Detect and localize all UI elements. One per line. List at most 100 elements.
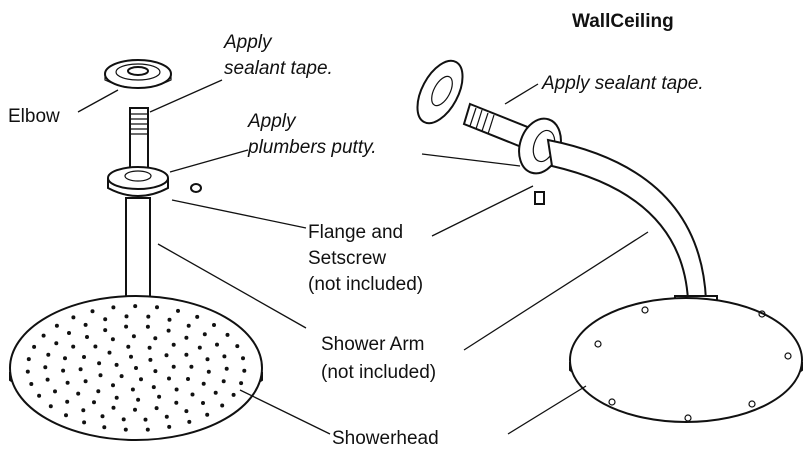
screw-hole (594, 340, 602, 348)
spray-nozzle (123, 427, 128, 432)
spray-nozzle (189, 364, 194, 369)
elbow-fitting (104, 59, 172, 89)
spray-nozzle (231, 392, 236, 397)
spray-nozzle (206, 369, 211, 374)
spray-nozzle (167, 317, 172, 322)
spray-nozzle (215, 342, 219, 347)
spray-nozzle (96, 389, 101, 394)
spray-nozzle (29, 382, 34, 386)
spray-nozzle (201, 381, 206, 386)
spray-nozzle (167, 376, 171, 381)
spray-nozzle (242, 368, 247, 373)
spray-nozzle (107, 350, 112, 355)
spray-nozzle (186, 323, 191, 328)
label-sealant-left-line2: sealant tape. (224, 58, 333, 79)
spray-nozzle (157, 394, 162, 399)
spray-nozzle (166, 328, 171, 333)
spray-nozzle (190, 392, 195, 397)
spray-nozzle (184, 335, 189, 340)
spray-nozzle (239, 381, 244, 386)
spray-nozzle (134, 366, 138, 370)
label-flange-line1: Flange and (308, 222, 403, 243)
spray-nozzle (205, 412, 210, 417)
spray-nozzle (133, 407, 137, 412)
screw-hole (758, 310, 766, 318)
spray-nozzle (174, 400, 179, 405)
spray-nozzle (114, 395, 119, 400)
spray-nozzle (148, 357, 153, 362)
label-flange-line2: Setscrew (308, 248, 386, 269)
spray-nozzle (176, 308, 180, 313)
screw-hole (784, 352, 792, 360)
spray-nozzle (174, 387, 179, 392)
spray-nozzle (100, 414, 105, 419)
label-arm-line1: Shower Arm (321, 334, 424, 355)
spray-nozzle (124, 314, 129, 319)
spray-nozzle (124, 324, 129, 329)
spray-nozzle (145, 427, 150, 432)
label-elbow: Elbow (8, 106, 60, 127)
spray-nozzle (184, 409, 189, 414)
spray-nozzle (213, 390, 218, 395)
spray-nozzle (164, 414, 169, 419)
spray-nozzle (155, 305, 159, 310)
spray-nozzle (32, 344, 37, 349)
label-sealant-right: Apply sealant tape. (541, 73, 704, 94)
spray-nozzle (102, 425, 107, 430)
spray-nozzle (54, 323, 59, 328)
spray-nozzle (197, 345, 202, 350)
spray-nozzle (37, 393, 42, 398)
spray-nozzle (222, 354, 227, 359)
spray-nozzle (186, 377, 190, 381)
spray-nozzle (235, 344, 240, 349)
spray-nozzle (136, 397, 141, 402)
spray-nozzle (76, 391, 81, 396)
spray-nozzle (202, 332, 207, 337)
spray-nozzle (201, 401, 205, 405)
screw-hole (748, 400, 756, 408)
spray-nozzle (147, 345, 152, 350)
spray-nozzle (65, 399, 70, 404)
spray-nozzle (90, 309, 95, 314)
spray-nozzle (121, 417, 126, 422)
spray-nozzle (64, 413, 68, 418)
spray-nozzle (146, 314, 151, 319)
spray-nozzle (131, 334, 136, 339)
spray-nozzle (54, 341, 59, 346)
label-flange-line3: (not included) (308, 274, 423, 295)
spray-nozzle (133, 304, 138, 309)
label-sealant-left-line1: Apply (223, 32, 273, 53)
spray-nozzle (111, 405, 116, 410)
spray-nozzle (25, 369, 30, 374)
spray-nozzle (184, 352, 189, 357)
spray-nozzle (171, 342, 176, 347)
spray-nozzles (25, 304, 247, 432)
spray-nozzle (71, 344, 76, 349)
spray-nozzle (103, 328, 108, 333)
shower-arm-vertical (125, 197, 151, 299)
spray-nozzle (103, 317, 108, 322)
spray-nozzle (171, 364, 176, 369)
spray-nozzle (220, 403, 225, 408)
spray-nozzle (167, 424, 172, 429)
spray-nozzle (111, 383, 115, 388)
spray-nozzle (82, 420, 87, 425)
spray-nozzle (143, 417, 148, 422)
spray-nozzle (97, 361, 102, 366)
wall-assembly (416, 59, 803, 423)
label-showerhead: Showerhead (332, 428, 439, 449)
spray-nozzle (83, 322, 88, 327)
spray-nozzle (67, 331, 71, 335)
view-heading: WallCeiling (572, 11, 674, 32)
spray-nozzle (224, 366, 229, 371)
spray-nozzle (110, 337, 115, 342)
spray-nozzle (43, 365, 48, 370)
setscrew-left (190, 183, 202, 193)
spray-nozzle (114, 362, 119, 367)
threaded-nipple (129, 107, 149, 171)
spray-nozzle (83, 379, 88, 384)
label-arm-line2: (not included) (321, 362, 436, 383)
spray-nozzle (129, 354, 133, 359)
